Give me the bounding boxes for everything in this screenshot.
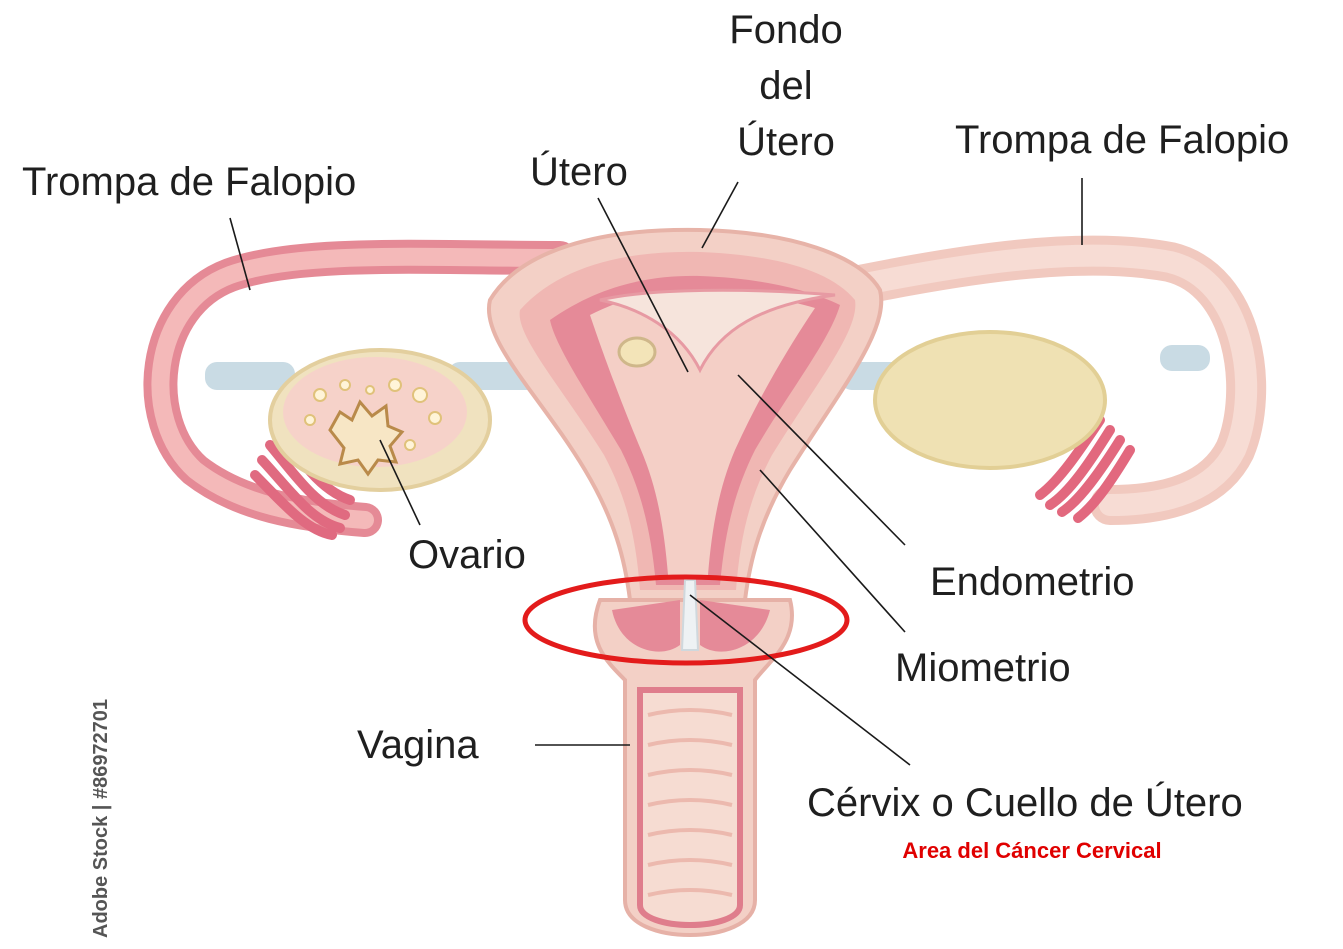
label-fallopian-right: Trompa de Falopio	[955, 120, 1289, 160]
label-fallopian-left: Trompa de Falopio	[22, 162, 356, 202]
label-cervical-cancer-area: Area del Cáncer Cervical	[902, 838, 1161, 864]
left-ovary	[270, 350, 490, 490]
label-fundus-line-3: Útero	[729, 114, 842, 170]
cervix-vagina	[595, 580, 792, 935]
label-vagina: Vagina	[357, 725, 479, 765]
label-cervix: Cérvix o Cuello de Útero	[807, 783, 1243, 823]
right-ovary	[875, 332, 1105, 468]
label-myometrium: Miometrio	[895, 648, 1071, 688]
label-uterus: Útero	[530, 152, 628, 192]
label-fundus-line-2: del	[729, 58, 842, 114]
stock-credit: Adobe Stock | #86972701	[90, 699, 113, 938]
label-endometrium: Endometrio	[930, 562, 1135, 602]
label-fundus: Fondo del Útero	[729, 2, 842, 170]
label-fundus-line-1: Fondo	[729, 2, 842, 58]
uterus-body	[489, 230, 881, 600]
label-ovary: Ovario	[408, 535, 526, 575]
